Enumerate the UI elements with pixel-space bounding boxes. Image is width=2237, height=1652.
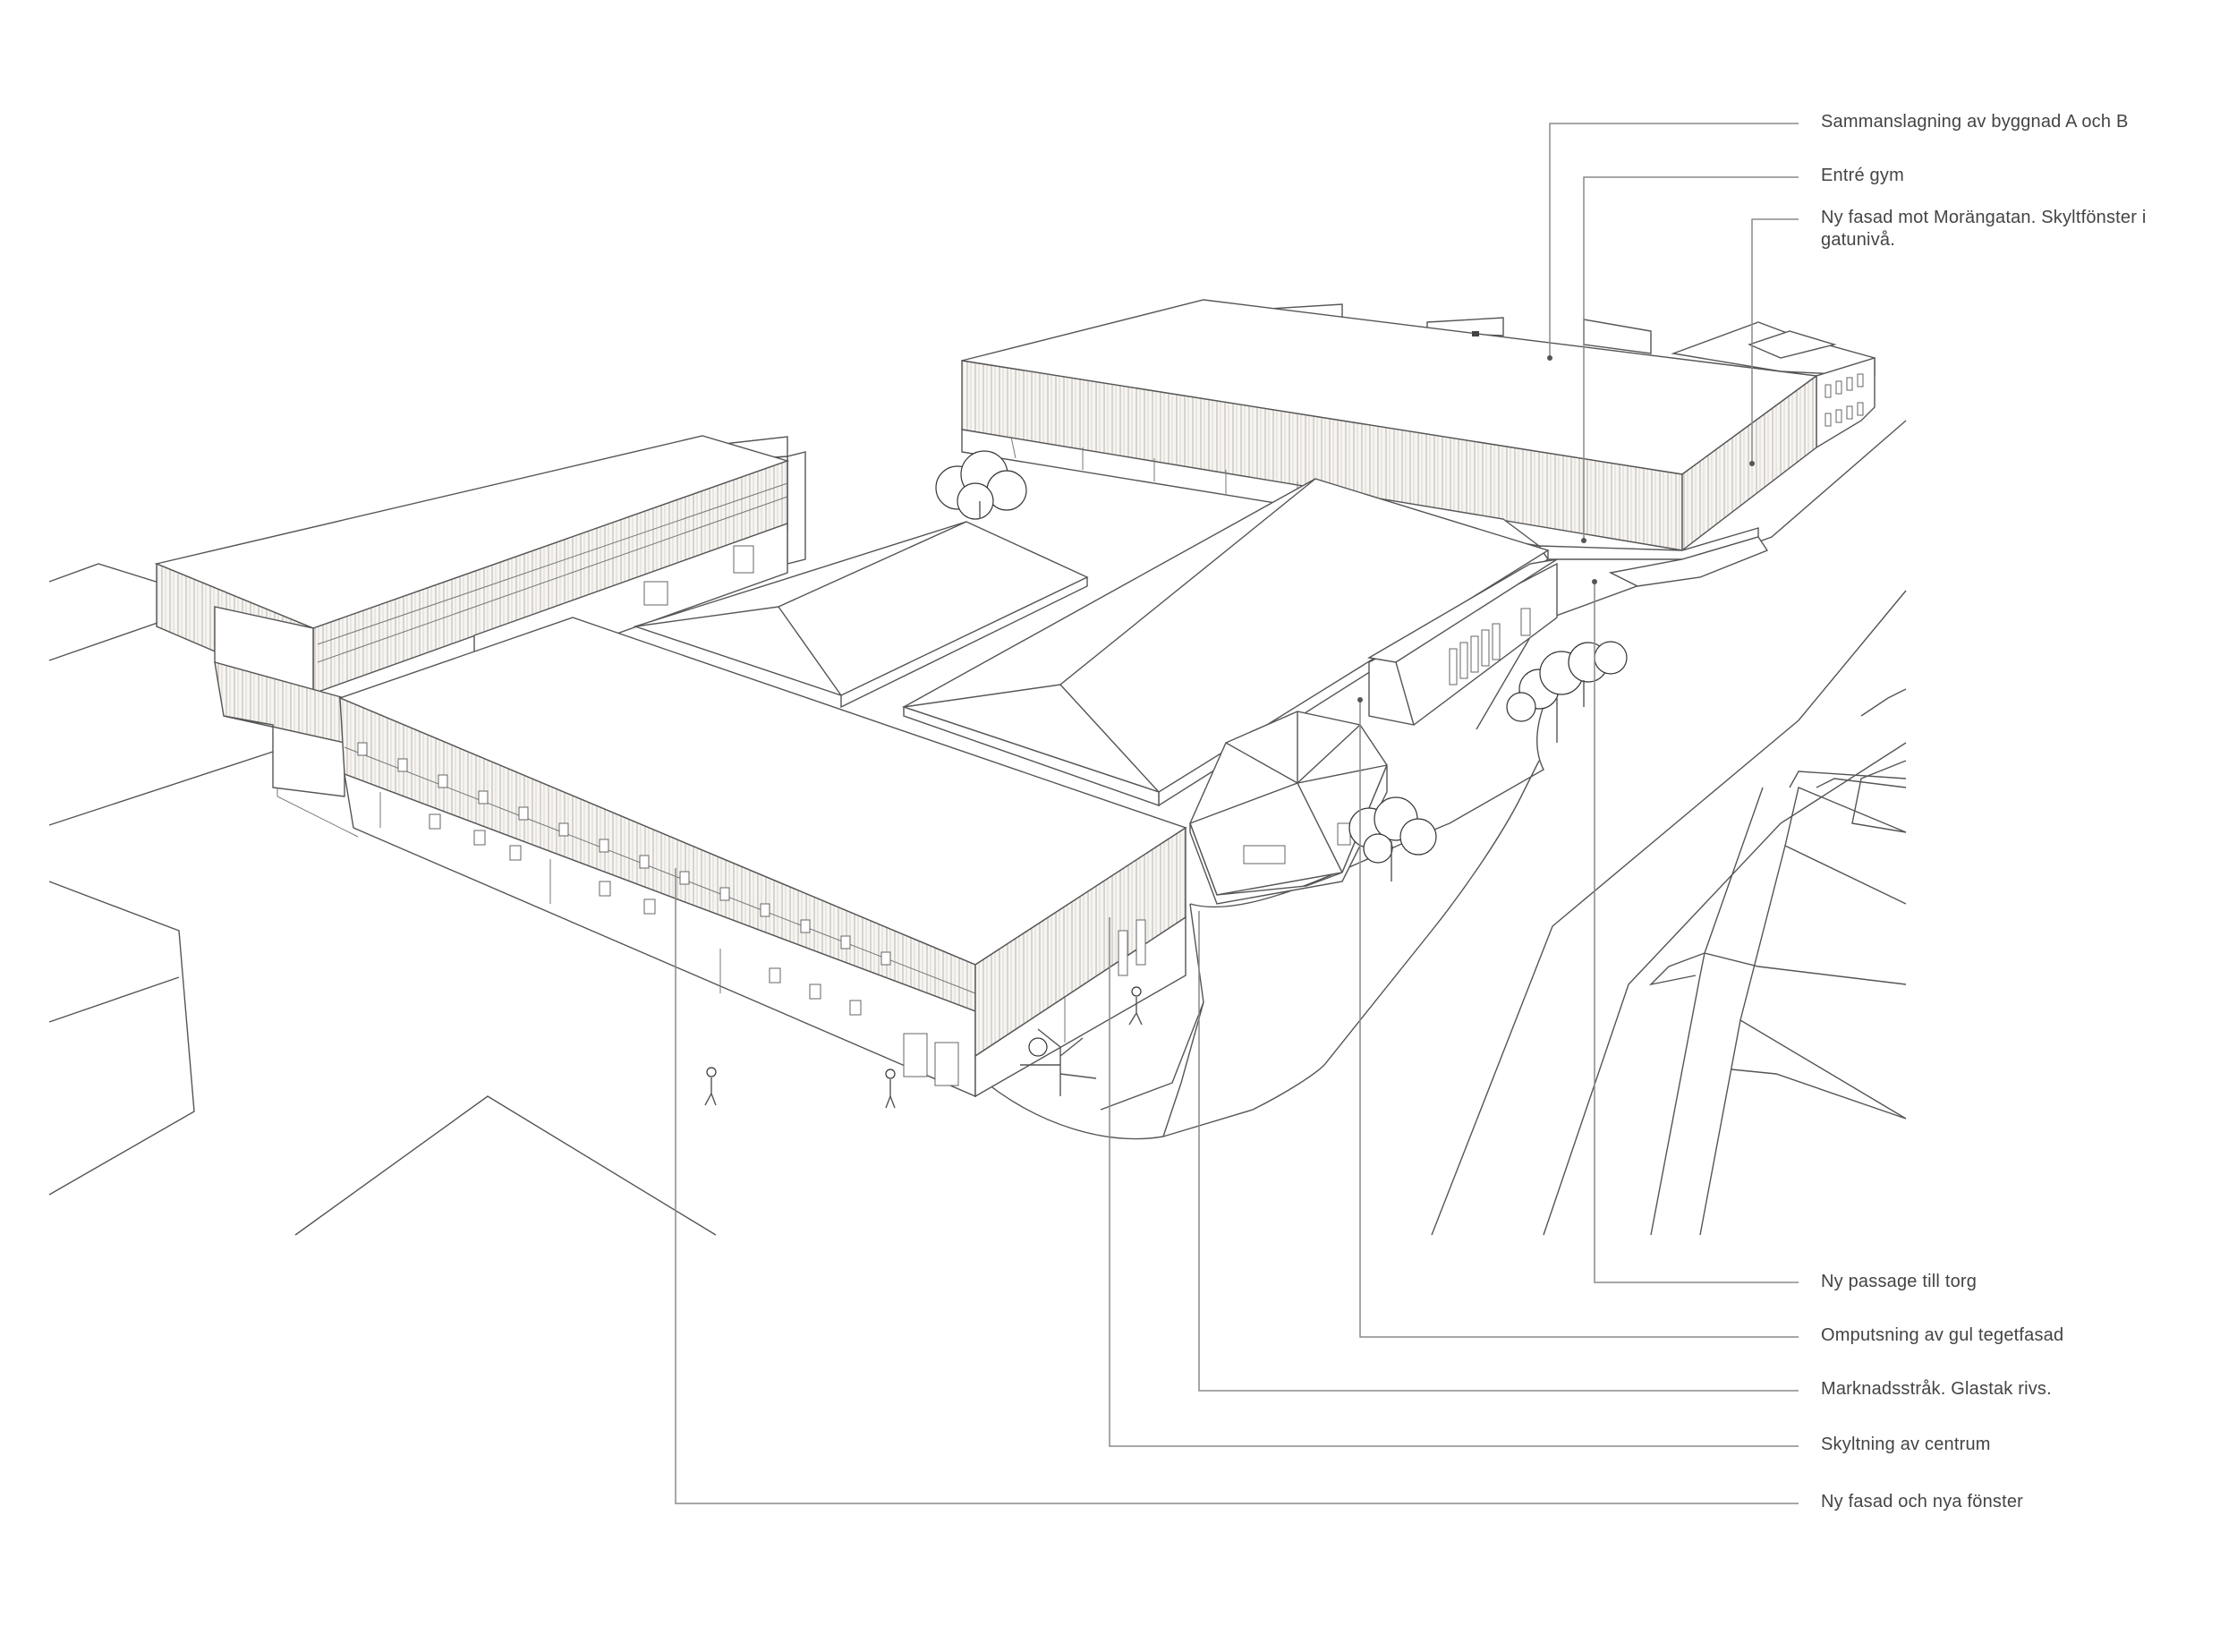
main-front-building: [338, 617, 1187, 1098]
leader-merge-ab: [1549, 123, 1799, 356]
upper-windows: [357, 742, 891, 966]
leader-dot-new-passage: [1592, 579, 1597, 584]
leader-new-facade-windows: [675, 868, 1799, 1504]
leader-dot-gym-entrance: [1581, 538, 1586, 543]
annotation-new-facade-morangatan: Ny fasad mot Morängatan. Skyltfönster i …: [1821, 208, 2147, 250]
leader-lines: [675, 123, 1799, 1504]
leader-gym-entrance: [1583, 176, 1799, 539]
leader-center-signage: [1109, 917, 1799, 1447]
annotation-merge-ab: Sammanslagning av byggnad A och B: [1821, 112, 2129, 132]
annotation-replaster-yellow-brick: Omputsning av gul tegetfasad: [1821, 1325, 2064, 1345]
leader-dot-replaster-yellow-brick: [1357, 697, 1363, 703]
annotation-new-passage: Ny passage till torg: [1821, 1272, 1978, 1291]
person-1: [704, 1067, 717, 1106]
annotation-center-signage: Skyltning av centrum: [1821, 1435, 1991, 1454]
building-d: [154, 435, 806, 695]
leader-market-walk: [1198, 911, 1799, 1392]
leader-replaster-yellow-brick: [1359, 702, 1799, 1338]
leader-new-facade-morangatan: [1751, 218, 1799, 462]
tree-top: [935, 450, 1027, 520]
tree-plaza-2: [1348, 796, 1437, 881]
leader-new-passage: [1594, 583, 1799, 1283]
octagon-pavilion: [1189, 711, 1388, 905]
people: [704, 986, 1143, 1109]
small-brick-building: [1366, 558, 1558, 726]
leader-dot-new-facade-morangatan: [1749, 461, 1755, 466]
trees: [935, 450, 1628, 1096]
annotation-new-facade-windows: Ny fasad och nya fönster: [1821, 1492, 2024, 1511]
hip-roof-building: [633, 521, 1089, 709]
market-hall: [902, 478, 1550, 807]
ground-windows: [429, 813, 959, 1086]
leader-dot-merge-ab: [1547, 355, 1552, 361]
tree-corner: [1020, 1028, 1097, 1096]
tree-plaza-1: [1506, 641, 1628, 743]
person-2: [885, 1069, 896, 1109]
annotation-gym-entrance: Entré gym: [1821, 166, 1904, 185]
person-3: [1128, 986, 1143, 1026]
annotation-market-walk: Marknadsstråk. Glastak rivs.: [1821, 1379, 2052, 1399]
